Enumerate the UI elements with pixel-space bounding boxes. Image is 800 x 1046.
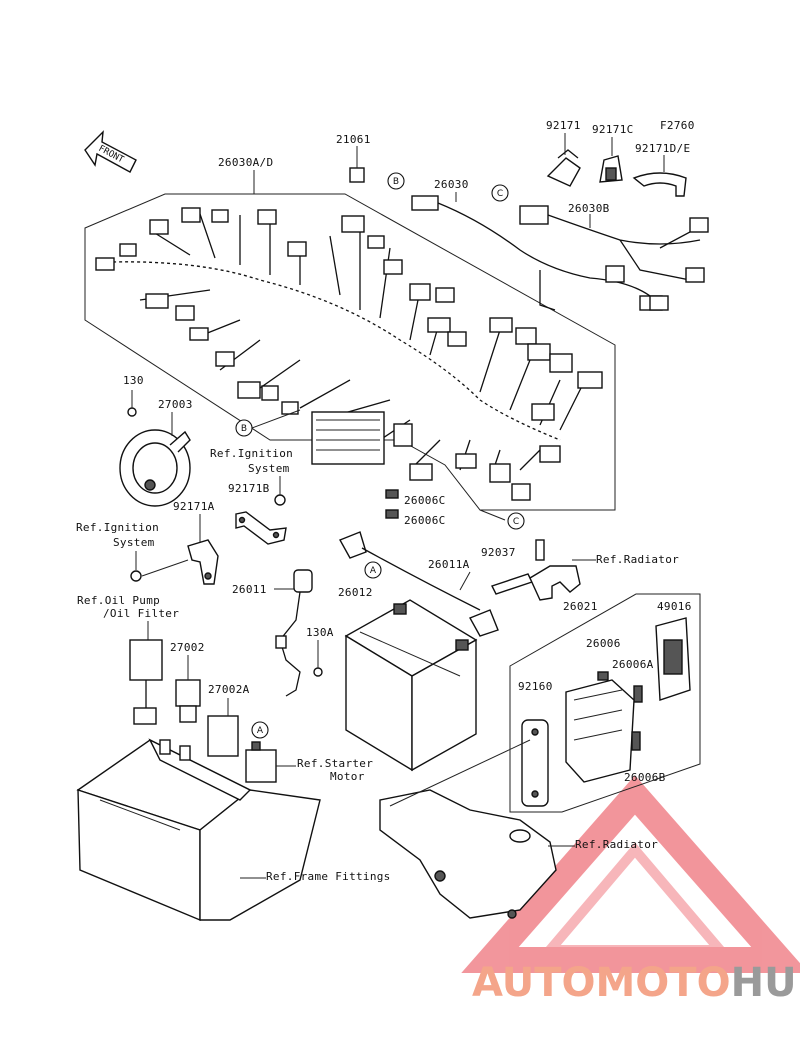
ref-circle-B-top: B [387,172,405,190]
part-label-27003: 27003 [158,398,193,411]
figure-code: F2760 [660,119,695,132]
part-label-130: 130 [123,374,144,387]
part-label-92171A: 92171A [173,500,215,513]
part-label-26006: 26006 [586,637,621,650]
regulator-outline [509,593,701,813]
part-label-26021: 26021 [563,600,598,613]
clamp-92171-icon [546,133,581,187]
relay-27002A-icon [207,698,239,757]
ref-circle-C-top: C [491,184,509,202]
sensor-oil-icon [129,639,163,725]
clamp-92171C-icon [599,137,623,183]
part-label-92171B: 92171B [228,482,270,495]
watermark-logo [461,775,800,973]
switch-27002-icon [175,655,201,723]
part-label-92160: 92160 [518,680,553,693]
part-label-26011A: 26011A [428,558,470,571]
ref-radiator-bottom: Ref.Radiator [575,838,658,851]
part-label-26006C-1: 26006C [404,494,446,507]
part-label-27002A: 27002A [208,683,250,696]
main-harness-26030A [95,207,603,501]
part-label-27002: 27002 [170,641,205,654]
part-label-26006C-2: 26006C [404,514,446,527]
bracket-92171B-icon [235,511,287,545]
part-label-49016: 49016 [657,600,692,613]
svg-text:B: B [393,177,399,187]
ref-circle-B-mid: B [235,419,253,437]
bolt-icon [274,494,286,506]
part-label-26030AD: 26030A/D [218,156,273,169]
watermark-part2: HUB [731,960,800,1006]
fuse-26006C-2-icon [385,509,399,519]
part-label-92171: 92171 [546,119,581,132]
ref-circle-A-1: A [364,561,382,579]
ref-starter-line2: Motor [330,770,365,783]
part-label-92171DE: 92171D/E [635,142,690,155]
fuse-26006C-1-icon [385,489,399,499]
part-label-26011: 26011 [232,583,267,596]
ref-oil-pump-line2: /Oil Filter [103,607,179,620]
regulator-26021-icon [565,679,635,783]
bracket-92037-icon [491,539,581,601]
fuse-box-49016-icon [655,617,691,701]
cable-26011A-icon [339,531,499,637]
ref-circle-A-2: A [251,721,269,739]
watermark-text: AUTOMOTOHUB [472,960,800,1006]
battery-26012-icon [344,599,478,772]
part-label-26030B: 26030B [568,202,610,215]
part-label-92037: 92037 [481,546,516,559]
cable-26011-icon [275,569,313,697]
watermark-part1: AUTOMOTO [472,960,731,1006]
ref-circle-C-mid: C [507,512,525,530]
part-21061-icon [349,146,365,183]
bracket-92160-icon [521,719,549,807]
reservoir-icon [379,739,557,919]
part-label-92171C: 92171C [592,123,634,136]
svg-text:C: C [513,517,519,527]
starter-relay-icon [245,741,277,783]
part-label-21061: 21061 [336,133,371,146]
ref-radiator-top: Ref.Radiator [596,553,679,566]
ref-frame-fittings: Ref.Frame Fittings [266,870,391,883]
ref-starter-line1: Ref.Starter [297,757,373,770]
ref-ignition-left-line1: Ref.Ignition [76,521,159,534]
fuse-26006-icon [597,671,609,681]
horn-27003-icon [119,390,191,507]
ref-oil-pump-line1: Ref.Oil Pump [77,594,160,607]
ref-ignition-top-line2: System [248,462,290,475]
watermark-triangle-icon [461,775,800,973]
svg-text:B: B [241,424,247,434]
fuse-26006B-icon [631,731,641,751]
svg-text:A: A [257,726,264,736]
clamp-92171DE-icon [632,155,687,197]
part-label-26012: 26012 [338,586,373,599]
part-label-130A: 130A [306,626,334,639]
bracket-92171A-icon [187,539,219,585]
part-label-26006B: 26006B [624,771,666,784]
sub-harness-26030B [519,205,709,311]
fuse-26006A-icon [633,685,643,703]
front-arrow-icon: FRONT [84,130,137,173]
screw-icon [130,570,142,582]
battery-case-icon [76,738,321,922]
part-label-26030: 26030 [434,178,469,191]
ref-ignition-left-line2: System [113,536,155,549]
ref-ignition-top-line1: Ref.Ignition [210,447,293,460]
bolt-130A-icon [313,667,323,677]
part-label-26006A: 26006A [612,658,654,671]
svg-text:A: A [370,566,377,576]
svg-text:C: C [497,189,503,199]
